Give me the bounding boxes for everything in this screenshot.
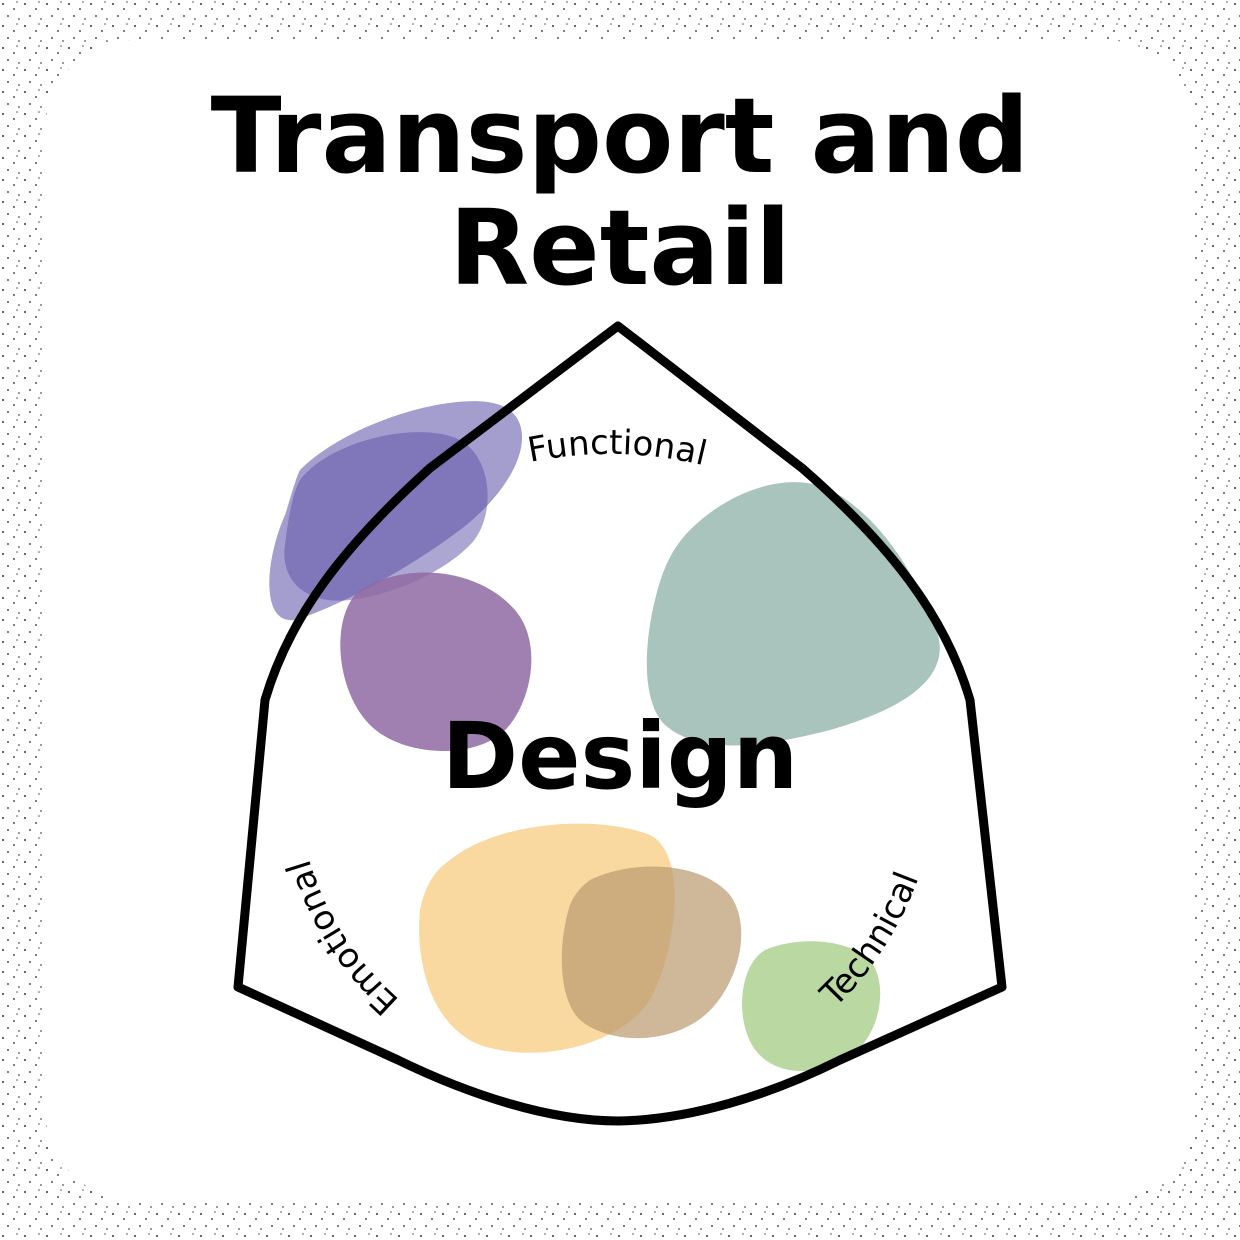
blobs bbox=[269, 401, 940, 1072]
dimension-outline bbox=[233, 321, 1007, 1126]
title-line-2: Retail bbox=[449, 187, 791, 309]
blob-purple bbox=[340, 572, 532, 752]
center-label: Design bbox=[442, 703, 798, 810]
blob-sage bbox=[646, 482, 940, 746]
blob-tan bbox=[561, 866, 742, 1039]
title-line-1: Transport and bbox=[211, 75, 1030, 197]
blob-lime bbox=[742, 941, 881, 1072]
